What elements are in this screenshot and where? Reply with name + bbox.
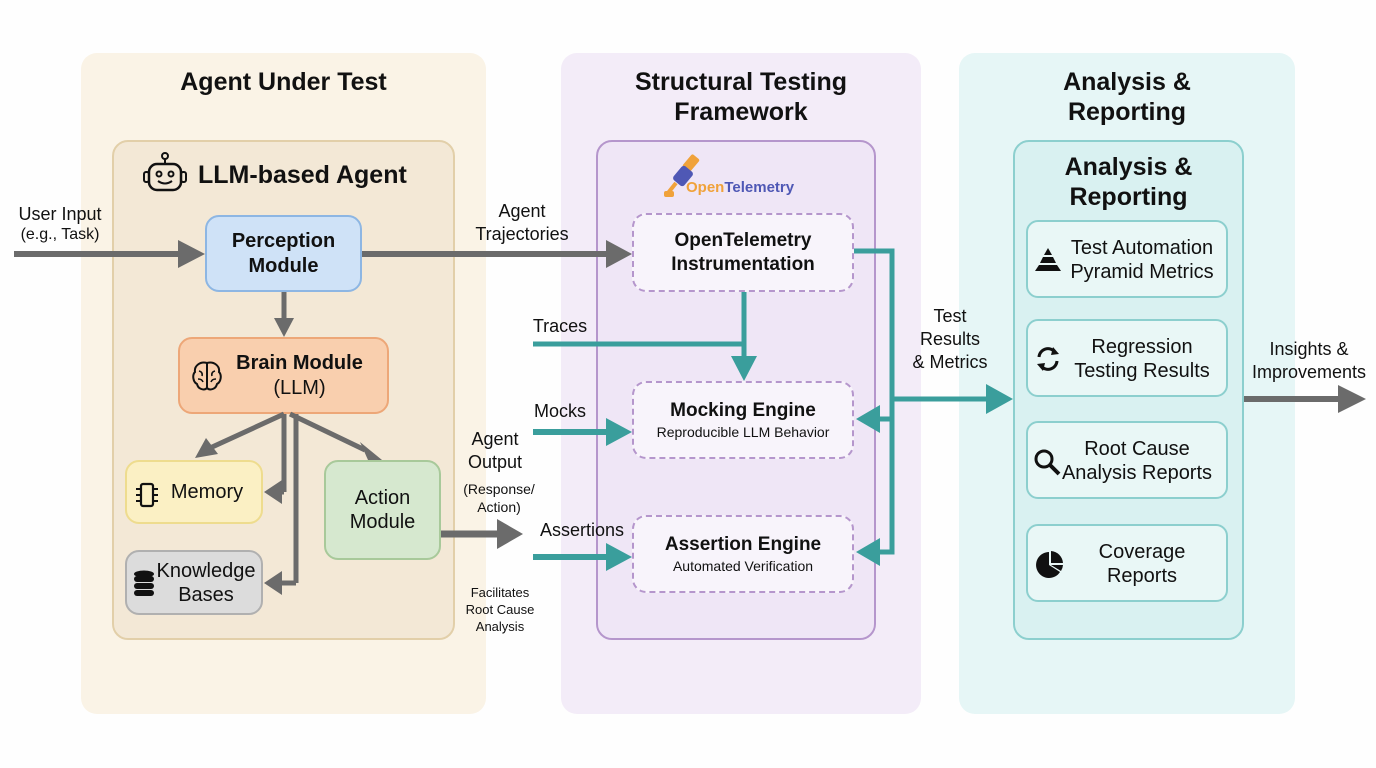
item-line2: Pyramid Metrics bbox=[1070, 261, 1214, 283]
facilitates-label: Facilitates Root Cause Analysis bbox=[450, 584, 550, 635]
agent-output-sub2: Action) bbox=[477, 499, 521, 515]
trajectories-label: Agent Trajectories bbox=[462, 200, 582, 246]
user-input-label: User Input (e.g., Task) bbox=[0, 203, 120, 244]
facilitates-line3: Analysis bbox=[475, 619, 525, 634]
item-line2: Analysis Reports bbox=[1061, 462, 1213, 484]
brain-module[interactable]: Brain Module (LLM) bbox=[178, 337, 389, 414]
instrumentation-line1: OpenTelemetry bbox=[674, 229, 812, 251]
knowledge-bases-module[interactable]: Knowledge Bases bbox=[125, 550, 263, 615]
analysis-item[interactable]: Coverage Reports bbox=[1026, 524, 1228, 602]
mocking-subtitle: Reproducible LLM Behavior bbox=[656, 424, 830, 440]
results-line2: Results bbox=[919, 329, 981, 349]
agent-panel-title: Agent Under Test bbox=[180, 68, 387, 96]
trajectories-line1: Agent bbox=[498, 201, 546, 221]
brain-icon bbox=[190, 359, 224, 398]
action-module[interactable]: Action Module bbox=[324, 460, 441, 560]
magnifier-icon bbox=[1032, 447, 1062, 482]
memory-module[interactable]: Memory bbox=[125, 460, 263, 524]
knowledge-line2: Bases bbox=[178, 583, 234, 606]
perception-line1: Perception bbox=[231, 229, 336, 252]
mocking-engine[interactable]: Mocking Engine Reproducible LLM Behavior bbox=[632, 381, 854, 459]
item-line2: Testing Results bbox=[1074, 360, 1210, 382]
telescope-icon bbox=[664, 154, 700, 197]
brain-line2: (LLM) bbox=[273, 376, 326, 399]
action-line2: Module bbox=[349, 511, 416, 533]
assertion-engine[interactable]: Assertion Engine Automated Verification bbox=[632, 515, 854, 593]
analysis-item[interactable]: Test Automation Pyramid Metrics bbox=[1026, 220, 1228, 298]
robot-icon bbox=[142, 152, 188, 194]
analysis-title-line2: Reporting bbox=[1067, 98, 1187, 126]
analysis-item[interactable]: Regression Testing Results bbox=[1026, 319, 1228, 397]
item-line1: Root Cause bbox=[1084, 438, 1190, 460]
mocking-title: Mocking Engine bbox=[670, 400, 816, 421]
facilitates-line2: Root Cause bbox=[465, 602, 535, 617]
database-icon bbox=[133, 570, 155, 603]
logo-open: Open bbox=[686, 179, 725, 196]
insights-line1: Insights & bbox=[1269, 339, 1349, 359]
analysis-panel-title: Analysis & Reporting bbox=[959, 67, 1295, 127]
analysis-title-line1: Analysis & bbox=[1063, 68, 1191, 96]
action-line1: Action bbox=[354, 487, 411, 509]
user-input-line1: User Input bbox=[18, 204, 102, 224]
analysis-inner-title-line2: Reporting bbox=[1069, 183, 1188, 211]
pie-chart-icon bbox=[1034, 550, 1064, 585]
analysis-inner-title-line1: Analysis & bbox=[1064, 153, 1193, 181]
results-label: Test Results & Metrics bbox=[900, 305, 1000, 374]
perception-module[interactable]: Perception Module bbox=[205, 215, 362, 292]
traces-label: Traces bbox=[532, 316, 588, 336]
instrumentation-line2: Instrumentation bbox=[671, 253, 815, 275]
agent-output-line2: Output bbox=[467, 452, 523, 472]
trajectories-line2: Trajectories bbox=[475, 224, 569, 244]
knowledge-line1: Knowledge bbox=[156, 559, 256, 582]
framework-title-line1: Structural Testing bbox=[634, 68, 848, 96]
agent-output-label: Agent Output bbox=[455, 428, 535, 474]
memory-label: Memory bbox=[170, 480, 244, 503]
assertions-label: Assertions bbox=[539, 520, 625, 540]
assertion-subtitle: Automated Verification bbox=[672, 558, 814, 574]
refresh-icon bbox=[1034, 345, 1062, 378]
insights-label: Insights & Improvements bbox=[1244, 338, 1374, 384]
agent-output-sub: (Response/ Action) bbox=[451, 480, 547, 516]
analysis-item[interactable]: Root Cause Analysis Reports bbox=[1026, 421, 1228, 499]
agent-output-sub1: (Response/ bbox=[463, 481, 535, 497]
assertion-title: Assertion Engine bbox=[664, 534, 822, 555]
logo-telemetry: Telemetry bbox=[724, 179, 795, 196]
agent-output-line1: Agent bbox=[471, 429, 519, 449]
user-input-line2: (e.g., Task) bbox=[20, 226, 100, 243]
brain-line1: Brain Module bbox=[236, 351, 363, 374]
item-line1: Regression bbox=[1091, 336, 1193, 358]
item-line1: Coverage bbox=[1098, 541, 1186, 563]
framework-panel-title: Structural Testing Framework bbox=[561, 67, 921, 127]
results-line3: & Metrics bbox=[912, 352, 988, 372]
item-line1: Test Automation bbox=[1070, 237, 1214, 259]
facilitates-line1: Facilitates bbox=[470, 585, 530, 600]
opentelemetry-logo: OpenTelemetry bbox=[664, 153, 814, 203]
perception-line2: Module bbox=[248, 254, 319, 277]
mocks-label: Mocks bbox=[533, 401, 586, 421]
framework-title-line2: Framework bbox=[674, 98, 808, 126]
item-line2: Reports bbox=[1106, 565, 1178, 587]
llm-agent-title: LLM-based Agent bbox=[198, 161, 407, 189]
insights-line2: Improvements bbox=[1251, 362, 1367, 382]
opentelemetry-instrumentation[interactable]: OpenTelemetry Instrumentation bbox=[632, 213, 854, 292]
results-line1: Test bbox=[933, 306, 967, 326]
chip-icon bbox=[135, 482, 159, 513]
pyramid-icon bbox=[1034, 246, 1062, 277]
